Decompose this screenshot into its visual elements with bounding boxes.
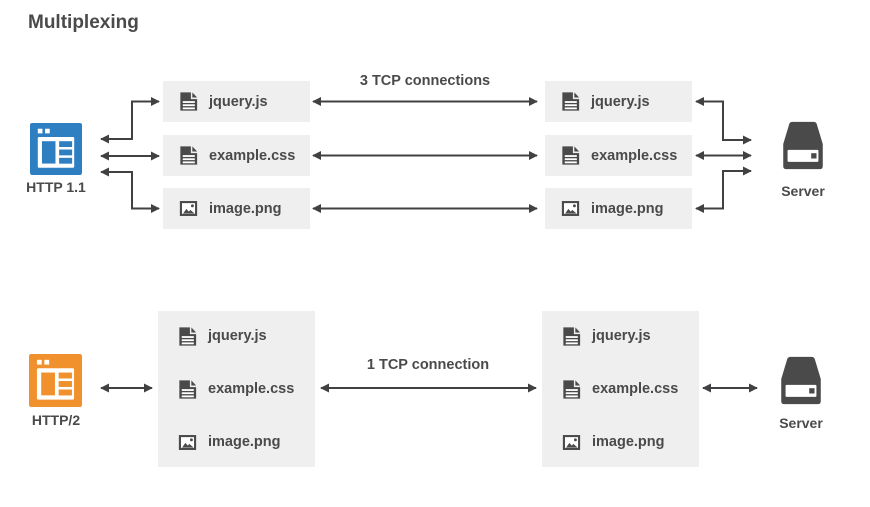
document-icon [559,90,582,113]
http1-client-label: HTTP 1.1 [26,179,86,195]
image-icon [176,431,199,454]
http2-server-label: Server [779,415,823,431]
file-name: example.css [592,381,679,397]
file-row-image: image.png [560,430,699,454]
http2-right-multiplex-box: jquery.js example.css [542,311,699,467]
document-icon [177,144,200,167]
arrow-http1-image-server [695,166,752,213]
file-name: jquery.js [592,328,651,344]
document-icon [560,378,583,401]
document-icon [560,325,583,348]
file-row-example: example.css [560,377,699,401]
file-name: image.png [209,200,282,217]
file-row-image: image.png [176,430,315,454]
file-name: image.png [208,434,281,450]
image-icon [559,197,582,220]
file-name: jquery.js [209,93,268,110]
http2-connection-label: 1 TCP connection [366,357,490,373]
file-name: example.css [208,381,295,397]
image-icon [560,431,583,454]
document-icon [176,325,199,348]
diagram-title: Multiplexing [28,12,139,33]
http1-left-file-box-example: example.css [163,135,310,176]
file-name: jquery.js [591,93,650,110]
http1-server-label: Server [781,183,825,199]
file-row-jquery: jquery.js [560,324,699,348]
arrow-http1-client-image [100,167,160,213]
http1-left-file-box-image: image.png [163,188,310,229]
http1-left-file-box-jquery: jquery.js [163,81,310,122]
http2-client-label: HTTP/2 [31,412,81,428]
file-row-example: example.css [176,377,315,401]
http2-server-icon [774,351,828,414]
http2-left-multiplex-box: jquery.js example.css [158,311,315,467]
http1-server-icon [776,116,830,179]
http1-browser-icon [30,123,82,175]
http1-right-file-box-jquery: jquery.js [545,81,692,122]
file-name: image.png [592,434,665,450]
arrow-http1-jquery-server [695,97,752,145]
http1-right-file-box-example: example.css [545,135,692,176]
file-name: example.css [209,147,296,164]
file-name: image.png [591,200,664,217]
http2-browser-icon [29,354,82,407]
document-icon [176,378,199,401]
http1-connection-label: 3 TCP connections [359,73,491,89]
http1-right-file-box-image: image.png [545,188,692,229]
arrow-http1-client-jquery [100,97,160,144]
file-name: jquery.js [208,328,267,344]
file-name: example.css [591,147,678,164]
image-icon [177,197,200,220]
document-icon [559,144,582,167]
document-icon [177,90,200,113]
file-row-jquery: jquery.js [176,324,315,348]
